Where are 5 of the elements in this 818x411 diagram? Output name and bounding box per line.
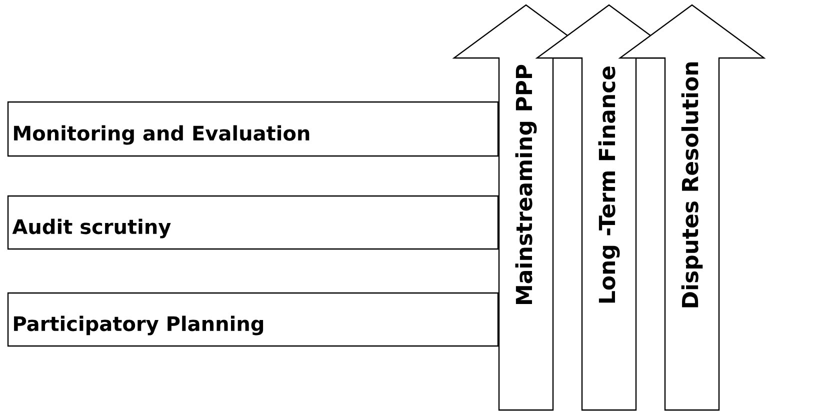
label-box: Audit scrutiny bbox=[7, 195, 499, 250]
label-box: Participatory Planning bbox=[7, 292, 499, 347]
node-label: Long -Term Finance bbox=[598, 66, 620, 303]
node-label: Disputes Resolution bbox=[681, 62, 703, 308]
label-box: Monitoring and Evaluation bbox=[7, 101, 499, 157]
